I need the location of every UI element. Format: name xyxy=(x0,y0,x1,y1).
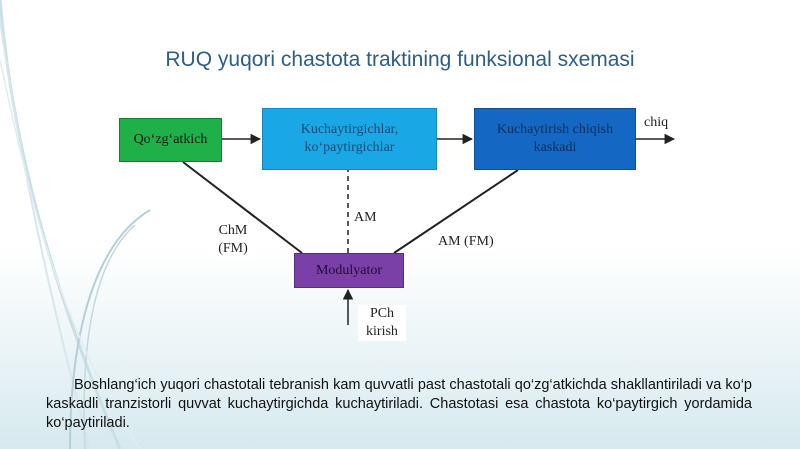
amplifier-label-line2: ko‘paytirgichlar xyxy=(304,140,395,155)
chm-label-line1: ChM xyxy=(218,223,248,238)
amplifier-block: Kuchaytirgichlar, ko‘paytirgichlar xyxy=(262,108,437,170)
input-label-line1: PCh xyxy=(369,306,395,321)
generator-block: Qo‘zg‘atkich xyxy=(119,118,222,162)
chm-label-line2: (FM) xyxy=(218,241,248,256)
input-label: PCh kirish xyxy=(358,305,406,341)
line-modulator-to-output xyxy=(393,169,519,254)
description-paragraph: Boshlang‘ich yuqori chastotali tebranish… xyxy=(46,377,752,431)
am-fm-label: AM (FM) xyxy=(436,233,496,251)
output-label: chiq xyxy=(644,115,669,130)
modulator-block: Modulyator xyxy=(294,253,404,288)
modulator-label: Modulyator xyxy=(315,262,383,278)
slide-title: RUQ yuqori chastota traktining funksiona… xyxy=(165,48,635,71)
generator-label: Qo‘zg‘atkich xyxy=(133,132,208,147)
input-label-line2: kirish xyxy=(366,324,398,339)
output-stage-label-line2: kaskadi xyxy=(533,140,577,155)
output-stage-label-line1: Kuchaytirish chiqish xyxy=(496,122,614,137)
chm-fm-label: ChM (FM) xyxy=(212,222,254,258)
am-label: AM xyxy=(354,210,377,225)
amplifier-label-line1: Kuchaytirgichlar, xyxy=(300,122,399,137)
output-stage-block: Kuchaytirish chiqish kaskadi xyxy=(474,108,636,170)
line-modulator-to-generator xyxy=(182,161,303,254)
